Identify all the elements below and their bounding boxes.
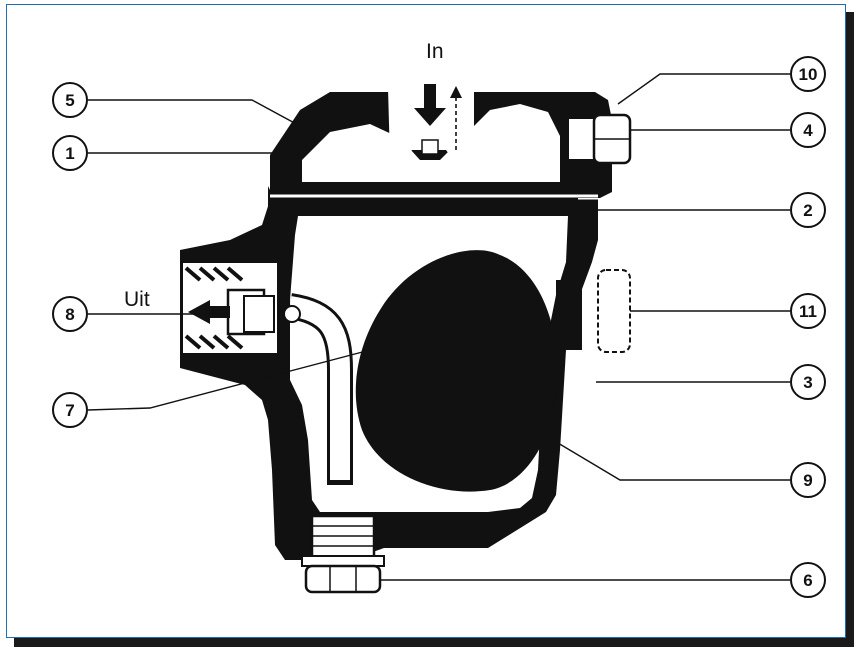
callout-9: 9 (790, 462, 826, 498)
plug-11-head (597, 269, 631, 353)
svg-text:7: 7 (65, 401, 74, 420)
inlet-nozzle (421, 139, 439, 155)
svg-text:9: 9 (803, 471, 812, 490)
plug-10 (567, 117, 595, 161)
leader-5 (88, 99, 301, 127)
return-arrowhead-icon (450, 86, 462, 98)
callout-5: 5 (52, 82, 88, 118)
top-cavity (302, 104, 560, 182)
svg-text:3: 3 (803, 373, 812, 392)
valve-body (243, 295, 275, 333)
drain-plug-head (304, 564, 382, 594)
svg-text:4: 4 (803, 121, 813, 140)
flow-dashed-left (371, 86, 405, 157)
leader-10 (617, 73, 793, 105)
callout-6: 6 (790, 562, 826, 598)
drain-plug-washer (301, 555, 385, 567)
callout-10: 10 (790, 56, 826, 92)
svg-text:11: 11 (799, 302, 817, 321)
callout-11: 11 (790, 293, 826, 329)
drain-plug-thread (310, 514, 376, 560)
inlet-arrow-icon (414, 84, 446, 126)
svg-text:5: 5 (65, 91, 74, 110)
outlet-label: Uit (124, 288, 150, 311)
valve-ball (283, 305, 301, 323)
callout-8: 8 (52, 296, 88, 332)
float-ball (355, 250, 558, 492)
outlet-thread-hatch (184, 266, 244, 350)
flow-dashed-right (457, 149, 487, 157)
drain-thread-lines (312, 525, 374, 547)
callout-1: 1 (52, 135, 88, 171)
svg-text:1: 1 (65, 144, 74, 163)
plug-11-base (556, 280, 582, 350)
callout-2: 2 (790, 192, 826, 228)
outlet-pipe-inner (288, 296, 350, 480)
flow-arrowhead-left-icon (366, 150, 376, 162)
callout-4: 4 (790, 112, 826, 148)
callout-3: 3 (790, 364, 826, 400)
svg-text:10: 10 (799, 65, 818, 84)
svg-text:2: 2 (803, 201, 812, 220)
inlet-label: In (426, 40, 444, 63)
leader-9 (505, 411, 790, 481)
leader-7 (87, 349, 371, 411)
svg-text:6: 6 (803, 571, 812, 590)
svg-text:8: 8 (65, 305, 74, 324)
callout-7: 7 (52, 392, 88, 428)
outlet-arrow-icon (188, 300, 230, 324)
